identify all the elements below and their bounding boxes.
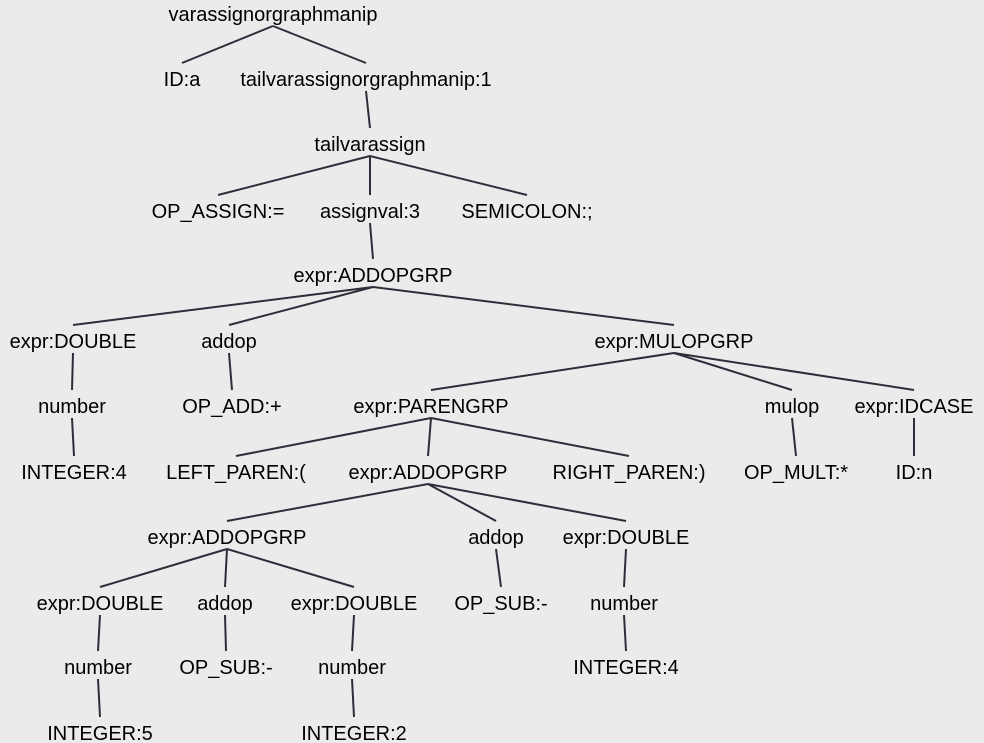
tree-edge — [623, 548, 627, 588]
tree-edge — [623, 614, 627, 652]
tree-node: INTEGER:4 — [573, 657, 679, 679]
tree-edge — [427, 483, 627, 522]
tree-edge — [97, 614, 101, 652]
tree-edge — [495, 548, 502, 588]
tree-node: expr:DOUBLE — [10, 331, 137, 353]
tree-node: mulop — [765, 396, 819, 418]
tree-edge — [71, 352, 74, 391]
tree-edge — [430, 417, 630, 457]
tree-node: OP_ADD:+ — [182, 396, 281, 418]
tree-edge — [224, 548, 228, 588]
tree-node: expr:ADDOPGRP — [148, 527, 307, 549]
tree-edge — [99, 548, 228, 588]
tree-node: expr:ADDOPGRP — [349, 462, 508, 484]
tree-node: tailvarassignorgraphmanip:1 — [240, 69, 491, 91]
tree-node: varassignorgraphmanip — [168, 4, 377, 26]
tree-node: expr:ADDOPGRP — [294, 265, 453, 287]
tree-node: number — [64, 657, 132, 679]
tree-edge — [217, 155, 371, 196]
tree-edge — [228, 286, 374, 326]
tree-edge — [97, 678, 101, 718]
tree-node: OP_SUB:- — [454, 593, 547, 615]
tree-node: expr:PARENGRP — [353, 396, 508, 418]
tree-edge — [673, 352, 793, 391]
tree-edges — [71, 25, 915, 718]
tree-node: expr:DOUBLE — [37, 593, 164, 615]
tree-node: INTEGER:5 — [47, 723, 153, 743]
tree-node: addop — [201, 331, 257, 353]
tree-node: assignval:3 — [320, 201, 420, 223]
tree-edge — [224, 614, 227, 652]
tree-node: SEMICOLON:; — [461, 201, 592, 223]
tree-node: addop — [197, 593, 253, 615]
tree-edge — [226, 483, 429, 522]
tree-edge — [365, 90, 371, 129]
tree-edge — [369, 222, 374, 260]
tree-node: ID:a — [164, 69, 202, 91]
tree-edge — [72, 286, 374, 326]
tree-node: ID:n — [896, 462, 933, 484]
tree-edge — [372, 286, 675, 326]
tree-node: LEFT_PAREN:( — [166, 462, 306, 484]
tree-edge — [791, 417, 797, 457]
tree-edge — [272, 25, 367, 64]
tree-node: number — [318, 657, 386, 679]
tree-node: addop — [468, 527, 524, 549]
tree-edge — [71, 417, 75, 457]
tree-node: expr:IDCASE — [855, 396, 974, 418]
tree-node: tailvarassign — [314, 134, 425, 156]
tree-node: RIGHT_PAREN:) — [553, 462, 706, 484]
tree-edge — [351, 614, 355, 652]
tree-node: OP_SUB:- — [179, 657, 272, 679]
tree-node: expr:DOUBLE — [563, 527, 690, 549]
tree-node: expr:MULOPGRP — [595, 331, 754, 353]
tree-edge — [369, 155, 528, 196]
tree-node: OP_MULT:* — [744, 462, 848, 484]
tree-node: expr:DOUBLE — [291, 593, 418, 615]
tree-edge — [427, 417, 432, 457]
tree-edge — [427, 483, 497, 522]
tree-node: OP_ASSIGN:= — [152, 201, 285, 223]
tree-edge — [181, 25, 274, 64]
tree-edge — [351, 678, 355, 718]
tree-edge — [228, 352, 233, 391]
tree-edge — [235, 417, 432, 457]
tree-node: number — [590, 593, 658, 615]
tree-node: number — [38, 396, 106, 418]
tree-node: INTEGER:2 — [301, 723, 407, 743]
tree-edge — [226, 548, 355, 588]
tree-edge — [673, 352, 915, 391]
tree-node: INTEGER:4 — [21, 462, 127, 484]
tree-edge — [430, 352, 675, 391]
